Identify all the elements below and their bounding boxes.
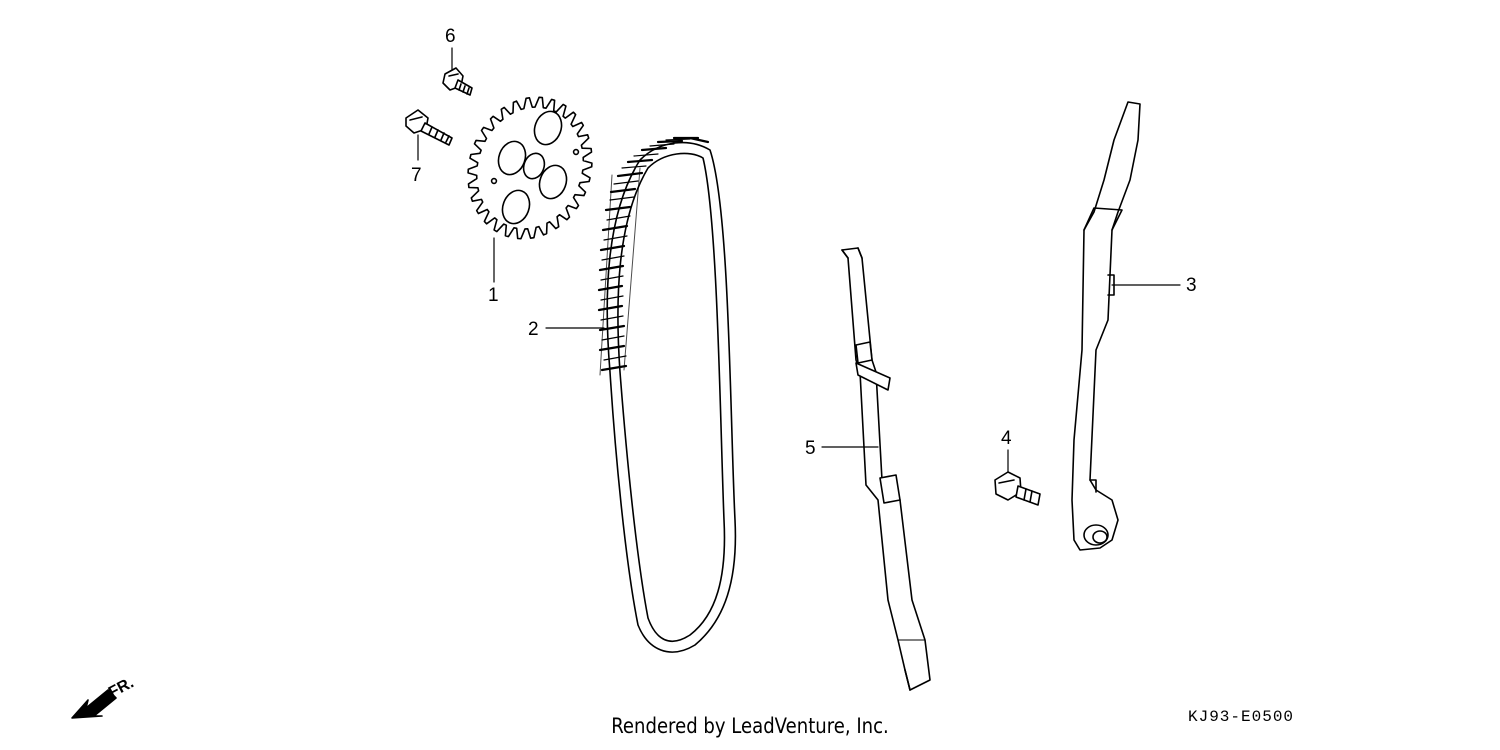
leader-lines	[417, 47, 1181, 473]
bolt-6[interactable]	[442, 67, 473, 96]
callout-4: 4	[1001, 428, 1012, 449]
cam-chain-2[interactable]	[597, 136, 737, 653]
callout-6: 6	[445, 26, 456, 47]
diagram-code: KJ93-E0500	[1188, 708, 1295, 726]
chain-guide-5[interactable]	[841, 247, 931, 691]
pivot-bolt-4[interactable]	[994, 471, 1041, 506]
footer-credit: Rendered by LeadVenture, Inc.	[611, 714, 889, 738]
front-arrow-icon	[71, 689, 117, 719]
callout-1: 1	[488, 285, 499, 306]
callout-3: 3	[1186, 275, 1197, 296]
callout-7: 7	[411, 165, 422, 186]
callout-5: 5	[805, 438, 816, 459]
bolt-7[interactable]	[405, 109, 453, 146]
cam-sprocket-1[interactable]	[467, 96, 593, 240]
callout-2: 2	[528, 319, 539, 340]
tensioner-arm-3[interactable]	[1071, 101, 1141, 551]
